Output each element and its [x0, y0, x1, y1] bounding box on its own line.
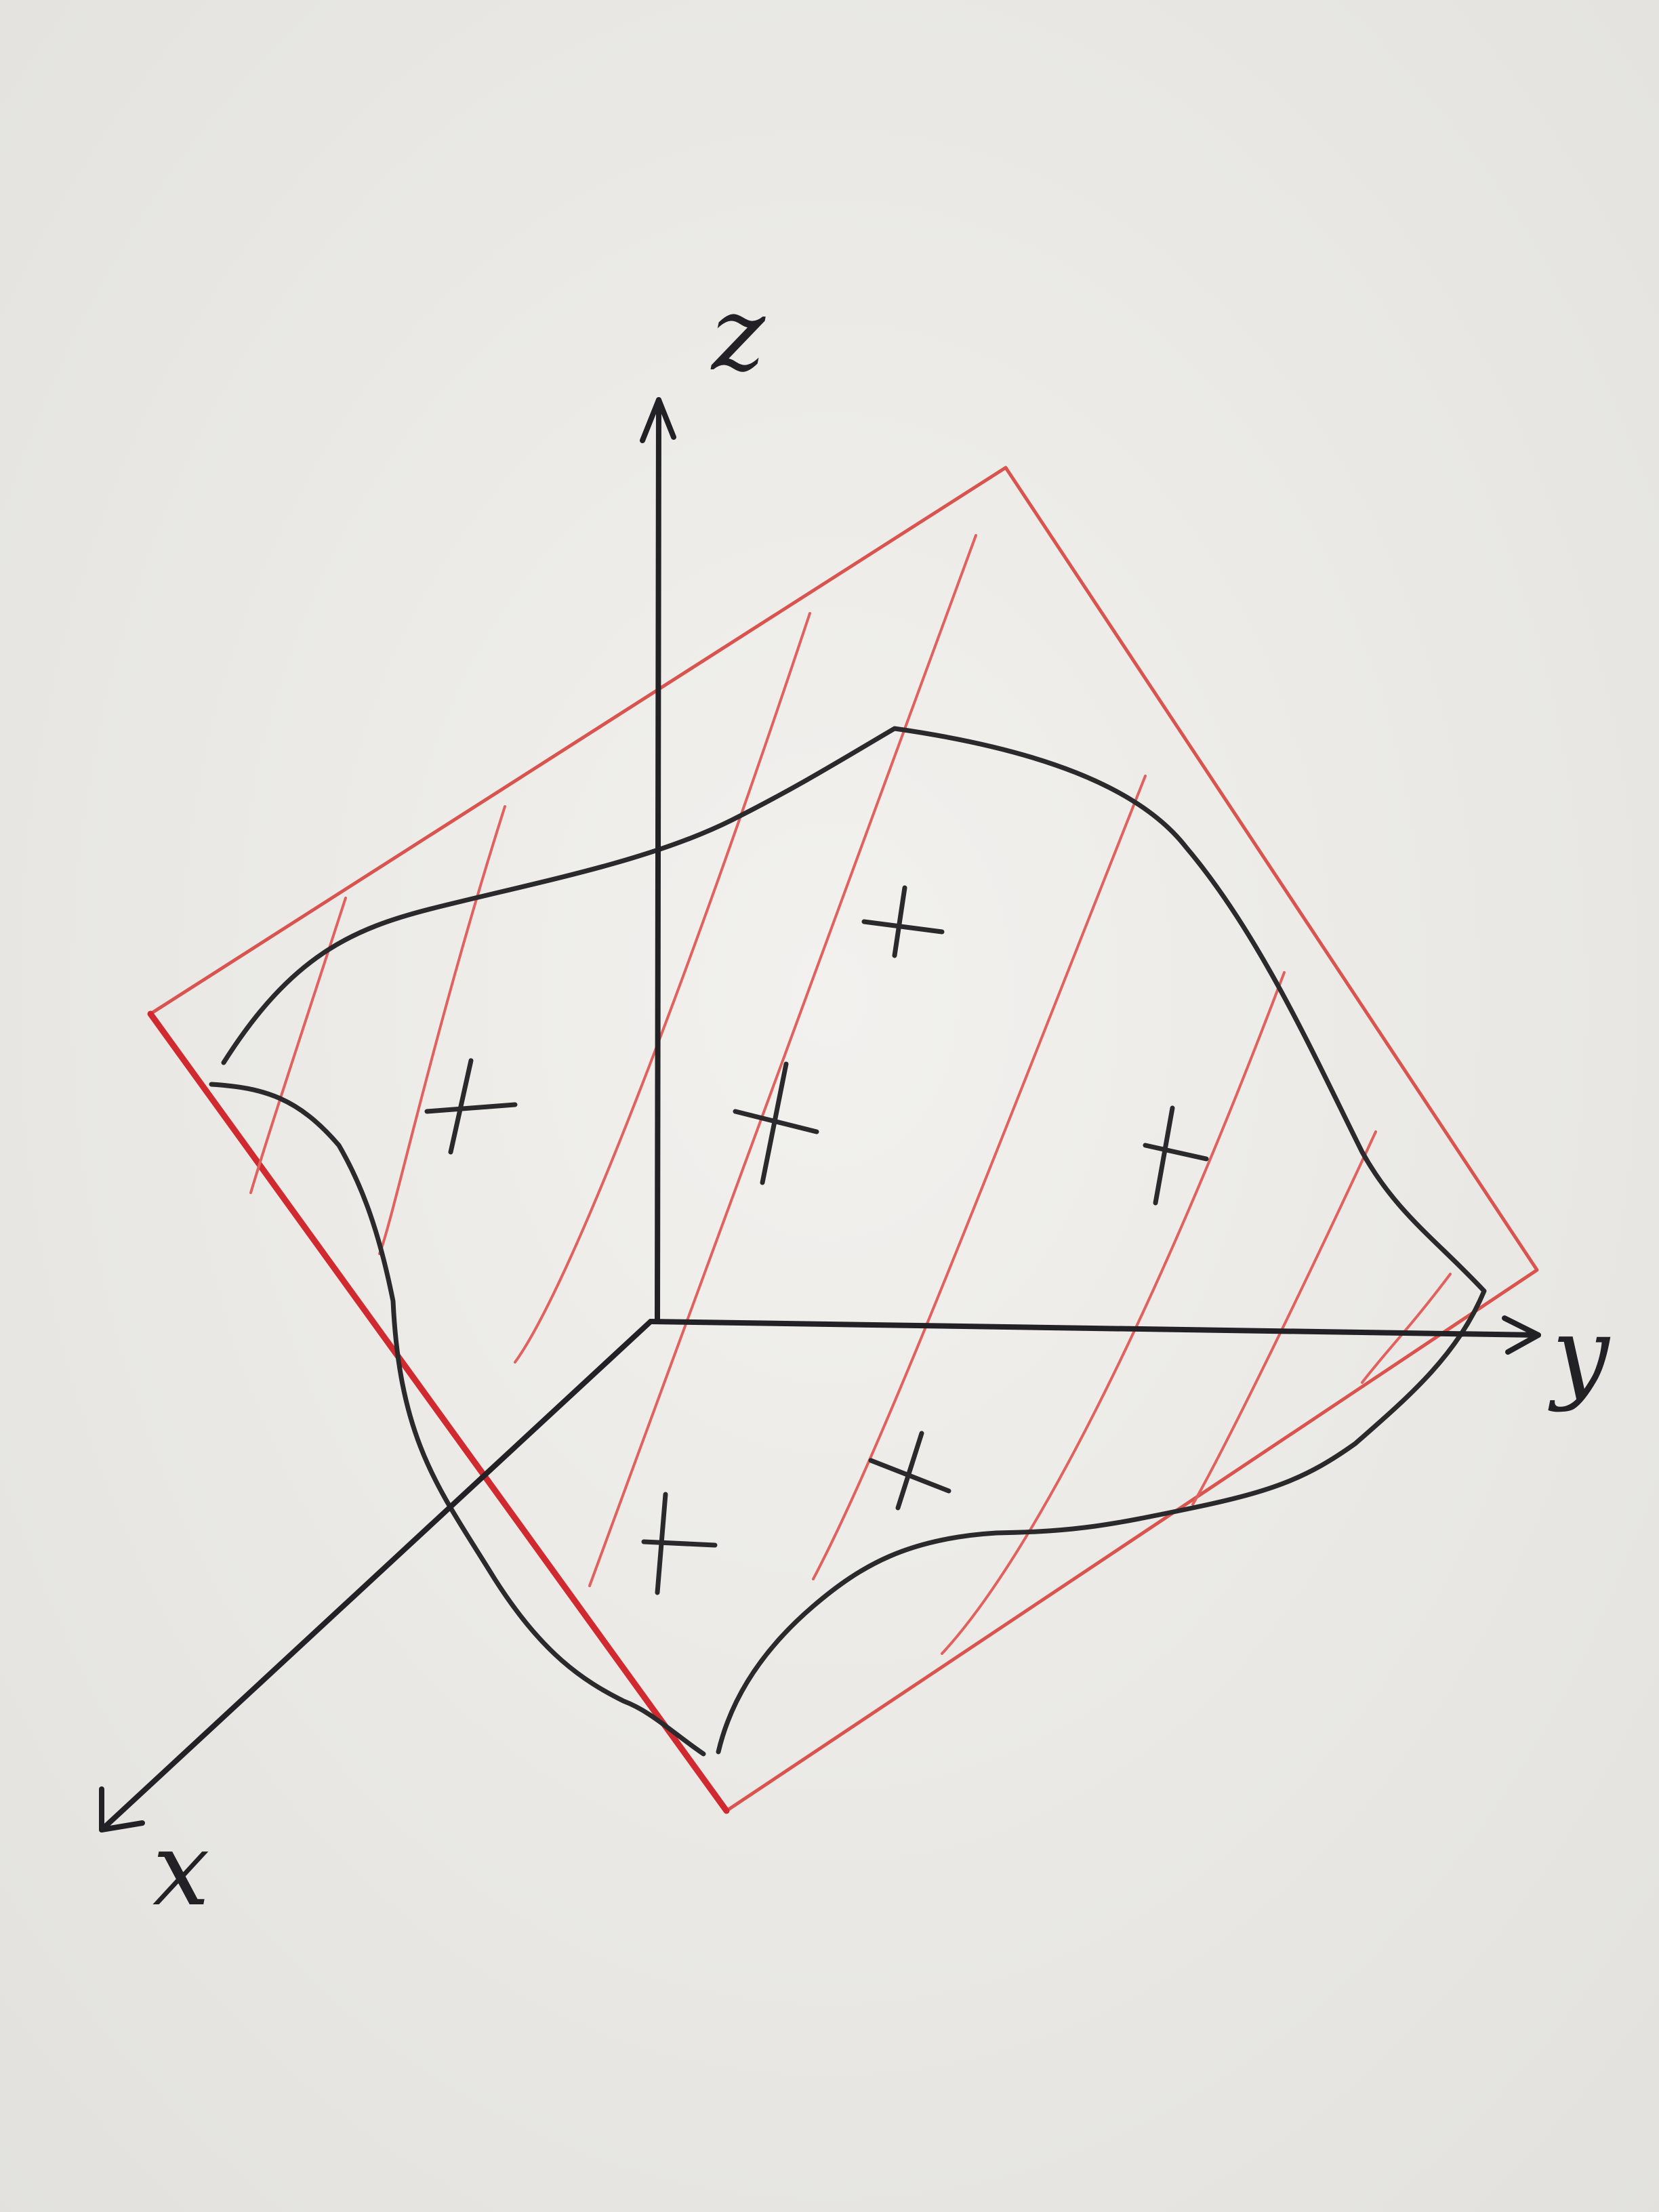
z-axis-arrowhead [640, 397, 676, 443]
z-axis-label: z [710, 276, 766, 394]
point-marker [424, 1058, 518, 1155]
hatch-line [1191, 1130, 1377, 1506]
plane [147, 466, 1539, 1814]
point-marker [861, 885, 945, 958]
hatch-line [941, 971, 1286, 1655]
y-axis-label: y [1548, 1296, 1611, 1414]
z-axis [655, 397, 661, 1324]
x-axis-label: x [152, 1811, 210, 1929]
x-axis-arrowhead [99, 1786, 145, 1832]
point-markers [424, 885, 1209, 1595]
x-axis [99, 1319, 653, 1832]
region-boundary [209, 726, 1487, 1757]
hatch-line [588, 534, 977, 1587]
point-marker [733, 1061, 819, 1185]
y-axis-arrowhead [1502, 1315, 1541, 1355]
coordinate-axes [99, 397, 1541, 1832]
point-marker [1143, 1105, 1209, 1206]
hatch-line [1361, 1273, 1452, 1384]
hatch-line [812, 775, 1147, 1580]
point-marker [641, 1492, 718, 1595]
plane-left-edge [147, 1010, 730, 1814]
point-marker [868, 1431, 951, 1511]
hatch-line [514, 612, 811, 1364]
y-axis [648, 1319, 1541, 1338]
